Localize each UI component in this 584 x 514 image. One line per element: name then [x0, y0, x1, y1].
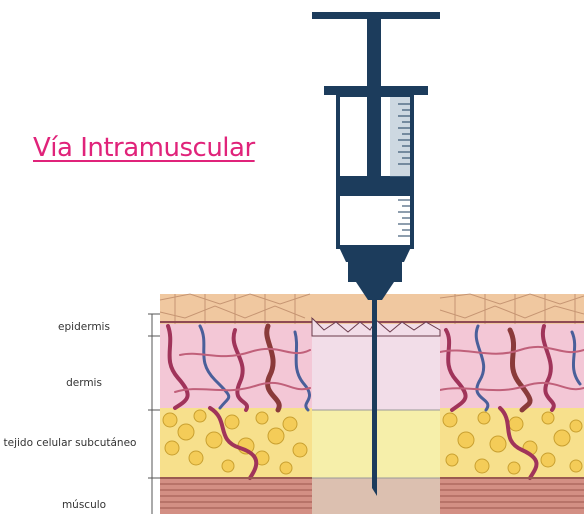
- layer-label-epidermis: epidermis: [30, 321, 138, 334]
- needle-hub: [348, 262, 402, 282]
- plunger-rod: [367, 19, 381, 87]
- layer-label-subcutaneous: tejido celular subcutáneo: [0, 437, 140, 450]
- barrel-shade: [390, 97, 410, 177]
- diagram-title: Vía Intramuscular: [33, 133, 255, 163]
- layer-brackets: [148, 314, 160, 514]
- needle: [372, 300, 377, 488]
- barrel-taper: [338, 245, 412, 262]
- plunger-inner-rod: [367, 95, 381, 189]
- plunger-thumb-rest: [312, 12, 440, 19]
- skin-cross-section: [148, 294, 584, 514]
- layer-label-dermis: dermis: [30, 377, 138, 390]
- layer-label-muscle: músculo: [30, 499, 138, 512]
- plunger-stopper: [340, 176, 410, 196]
